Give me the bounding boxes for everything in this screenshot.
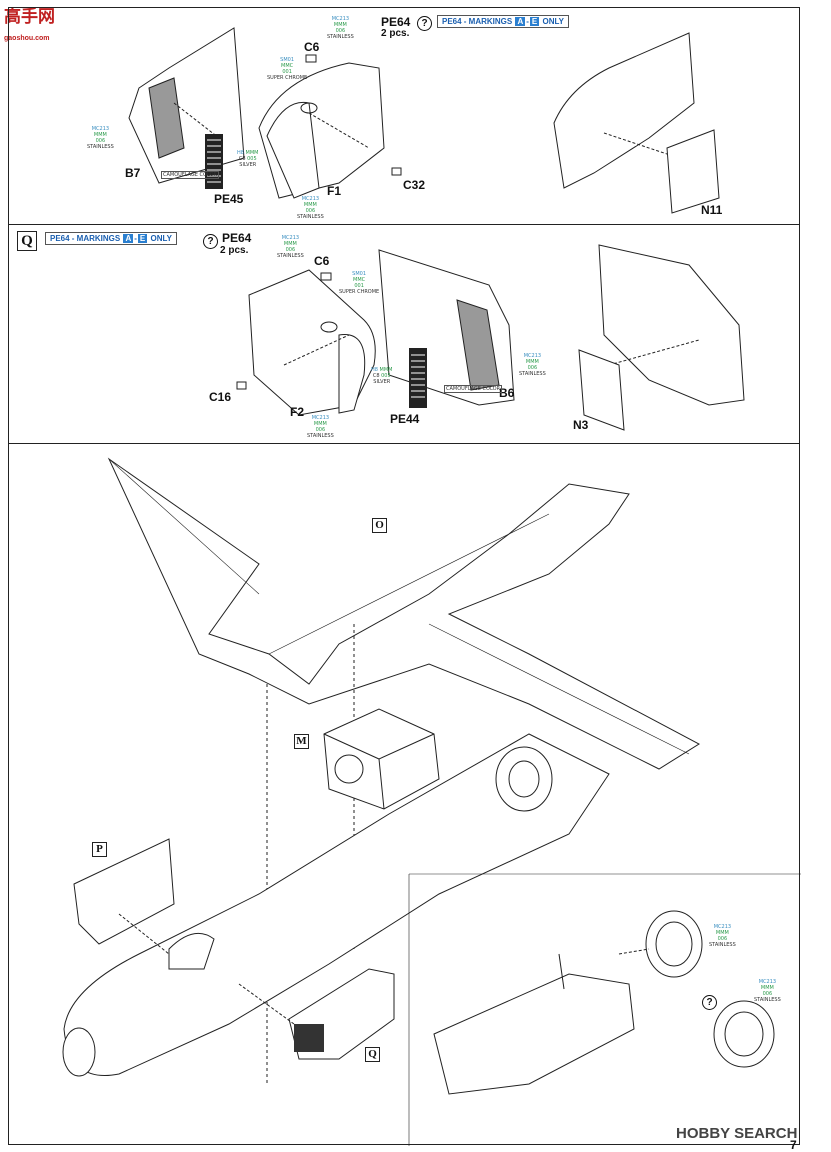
part-label-c6: C6 <box>304 40 320 54</box>
part-label-b7: B7 <box>125 166 141 180</box>
watermark-cn: 高手网 <box>4 7 55 27</box>
part-label-pe45: PE45 <box>214 192 244 206</box>
step-letter-q: Q <box>17 231 37 251</box>
paint-chip-silver: H8 MMM C8 005 SILVER <box>237 150 259 168</box>
q-diagram <box>236 244 745 431</box>
help-icon: ? <box>417 13 432 31</box>
step-marker-m: M <box>294 734 309 749</box>
top-diagram <box>128 27 720 214</box>
pe64-label-q: PE64 <box>222 231 252 245</box>
part-label-c6-q: C6 <box>314 254 330 268</box>
watermark-brand: HOBBY SEARCH <box>676 1125 798 1142</box>
step-marker-p: P <box>92 842 107 857</box>
part-label-c16: C16 <box>209 390 232 404</box>
help-icon-q: ? <box>203 231 218 249</box>
watermark-url: gaoshou.com <box>4 35 50 42</box>
help-icon-main: ? <box>702 992 717 1010</box>
markings-badge: PE64 - MARKINGS A-E ONLY <box>437 15 569 28</box>
step-panel-q: Q PE64 - MARKINGS A-E ONLY ? PE64 2 pcs.… <box>8 224 800 444</box>
camo-label-q: CAMOUFLAGE COLOR <box>444 385 502 393</box>
part-label-f1: F1 <box>327 184 342 198</box>
camo-label: CAMOUFLAGE COLOR <box>161 171 219 179</box>
part-label-n11: N11 <box>701 203 723 217</box>
part-label-f2: F2 <box>290 405 305 419</box>
page-number: 7 <box>790 1138 797 1152</box>
part-label-pe44: PE44 <box>390 412 420 426</box>
main-diagram <box>62 457 801 1146</box>
part-label-b6: B6 <box>499 386 515 400</box>
hobby-search-watermark: HOBBY SEARCH <box>676 1125 797 1142</box>
markings-badge-q: PE64 - MARKINGS A-E ONLY <box>45 232 177 245</box>
step-panel-top: C6 B7 PE45 F1 C32 N11 PE64 ? 2 pcs. PE64… <box>8 7 800 225</box>
pe64-label: PE64 <box>381 15 411 29</box>
paint-chip-silver-q: H8 MMM C8 005 SILVER <box>371 367 393 385</box>
qty-label: 2 pcs. <box>381 28 410 39</box>
part-label-n3: N3 <box>573 418 589 432</box>
step-marker-q: Q <box>365 1047 380 1062</box>
part-label-c32: C32 <box>403 178 426 192</box>
watermark-logo: 高手网 gaoshou.com <box>4 2 55 45</box>
step-marker-o: O <box>372 518 387 533</box>
qty-label-q: 2 pcs. <box>220 245 249 256</box>
